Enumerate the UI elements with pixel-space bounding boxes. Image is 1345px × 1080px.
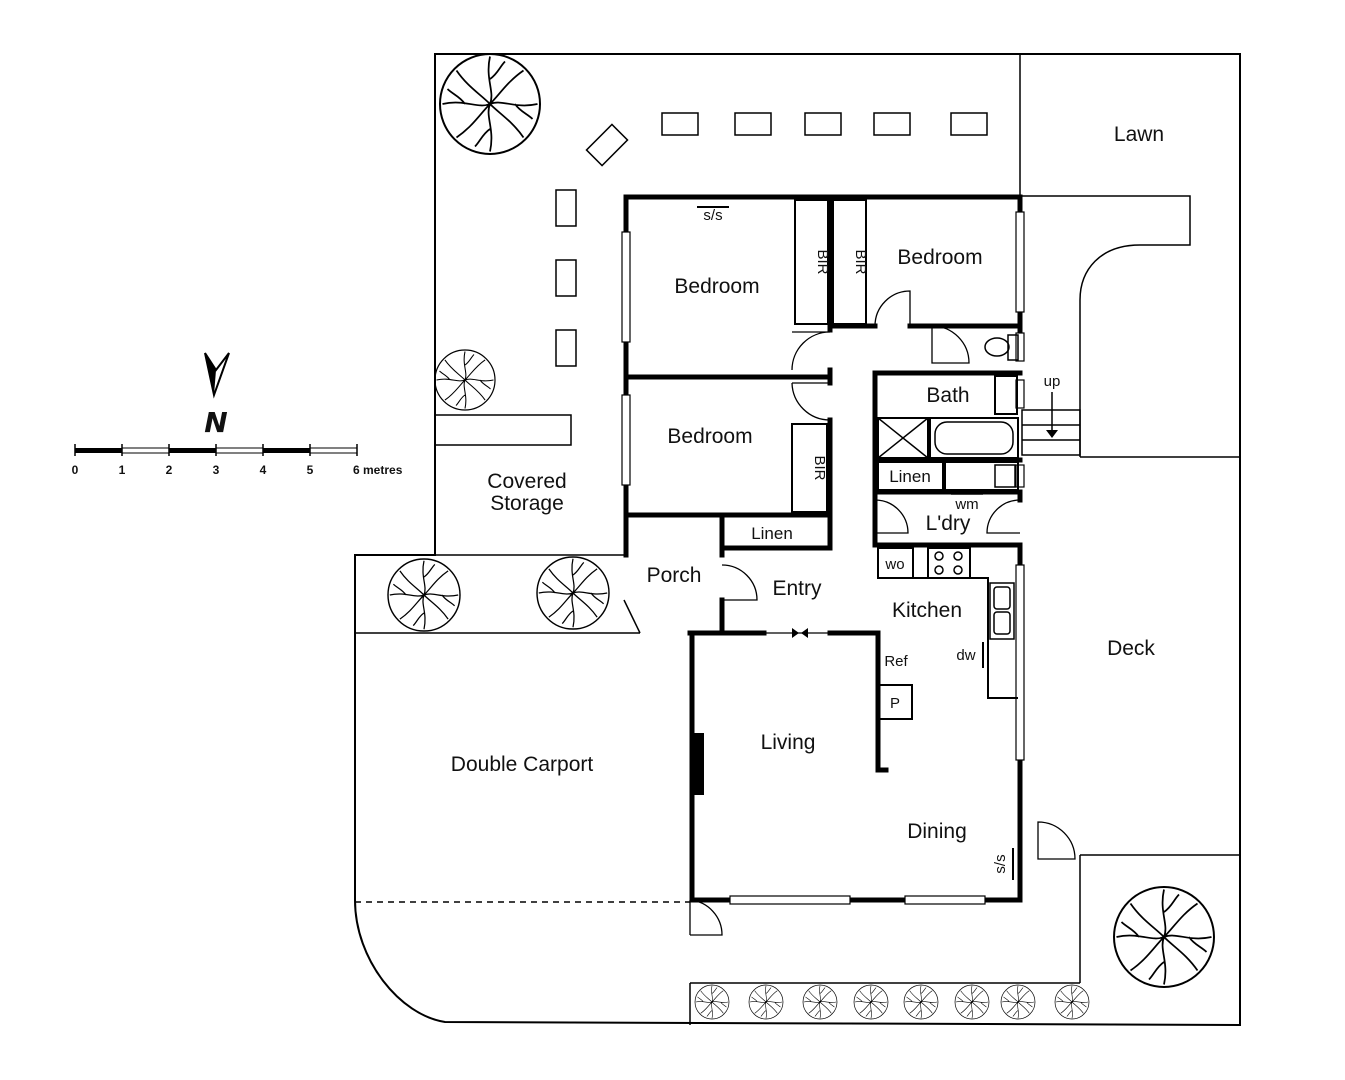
tree-icon bbox=[536, 556, 610, 630]
wm-label: wm bbox=[954, 496, 978, 513]
bath-label: Bath bbox=[926, 384, 969, 407]
covered-storage-label-2: Storage bbox=[490, 492, 564, 515]
laundry-label: L'dry bbox=[926, 512, 971, 535]
scale-bar bbox=[74, 444, 358, 456]
entry-label: Entry bbox=[772, 577, 822, 600]
tree-icon bbox=[387, 558, 461, 632]
bedroom-2-label: Bedroom bbox=[897, 246, 982, 269]
bir-label-bedroom-1: BIR bbox=[814, 249, 831, 274]
shrub-row bbox=[694, 984, 1090, 1020]
pantry-label: P bbox=[890, 695, 900, 712]
scale-tick-0: 0 bbox=[72, 463, 79, 477]
ss-label-dining: s/s bbox=[992, 854, 1009, 873]
ss-label-bedroom: s/s bbox=[703, 207, 722, 224]
up-label: up bbox=[1044, 373, 1061, 390]
double-carport-label: Double Carport bbox=[451, 753, 594, 776]
north-arrow-icon bbox=[204, 352, 230, 399]
porch-label: Porch bbox=[647, 564, 702, 587]
scale-tick-3: 3 bbox=[213, 463, 220, 477]
storage-bench bbox=[434, 414, 572, 446]
covered-storage-label-1: Covered bbox=[487, 470, 566, 493]
ref-label: Ref bbox=[884, 653, 908, 670]
fireplace bbox=[692, 733, 704, 795]
tree-icon bbox=[434, 349, 496, 411]
bedroom-1-label: Bedroom bbox=[674, 275, 759, 298]
tree-icon bbox=[439, 53, 541, 155]
bir-label-bedroom-2: BIR bbox=[852, 249, 869, 274]
tree-icon bbox=[1113, 886, 1215, 988]
scale-tick-1: 1 bbox=[119, 463, 126, 477]
scale-tick-6: 6 metres bbox=[353, 463, 403, 477]
linen-label-bedroom: Linen bbox=[751, 524, 793, 543]
linen-label-bath: Linen bbox=[889, 467, 931, 486]
dining-label: Dining bbox=[907, 820, 967, 843]
scale-tick-5: 5 bbox=[307, 463, 314, 477]
lawn-label: Lawn bbox=[1114, 123, 1164, 146]
kitchen-label: Kitchen bbox=[892, 599, 962, 622]
deck-label: Deck bbox=[1107, 637, 1155, 660]
wo-label: wo bbox=[884, 556, 904, 573]
site-boundary bbox=[354, 53, 1241, 1027]
scale-tick-2: 2 bbox=[166, 463, 173, 477]
dw-label: dw bbox=[956, 647, 975, 664]
paving-stones bbox=[555, 112, 988, 367]
living-label: Living bbox=[761, 731, 816, 754]
fixtures bbox=[697, 199, 1081, 880]
windows bbox=[621, 211, 1025, 905]
bir-label-bedroom-3: BIR bbox=[811, 455, 828, 480]
bedroom-3-label: Bedroom bbox=[667, 425, 752, 448]
scale-tick-4: 4 bbox=[260, 463, 267, 477]
doors bbox=[689, 290, 1076, 936]
north-label: N bbox=[204, 406, 227, 439]
